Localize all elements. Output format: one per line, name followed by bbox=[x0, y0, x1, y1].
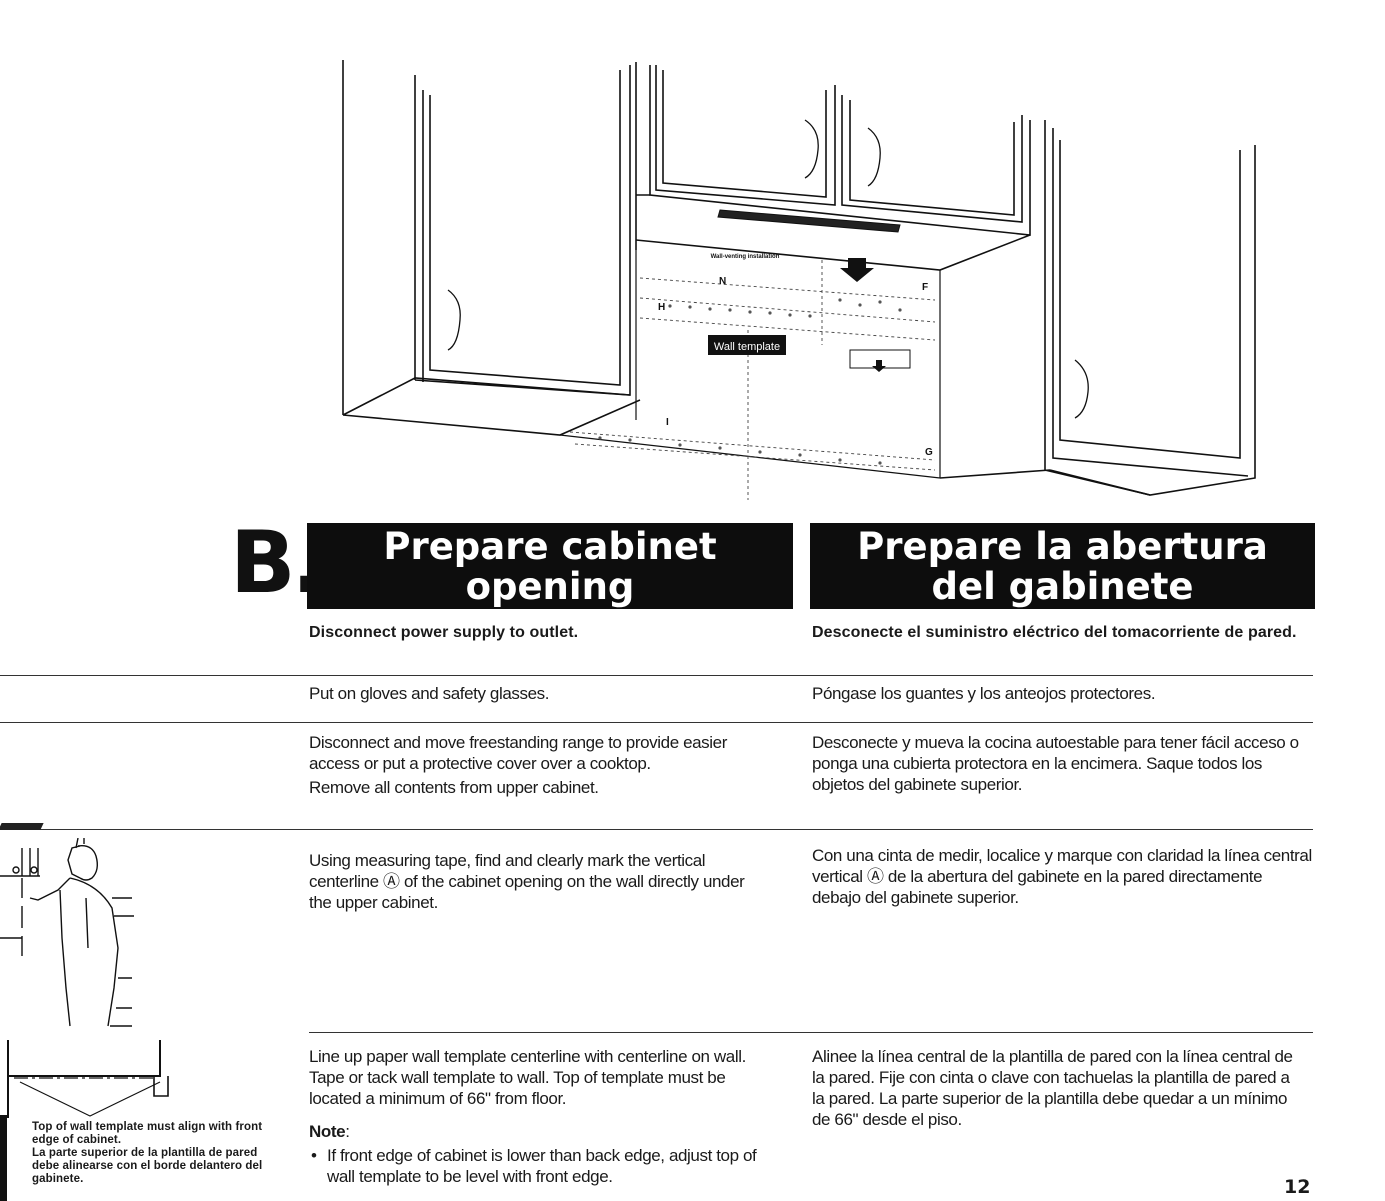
title-english: Prepare cabinet opening bbox=[307, 523, 793, 609]
tab-marker bbox=[0, 823, 44, 830]
title-english-line2: opening bbox=[465, 565, 635, 608]
template-alignment-figure bbox=[7, 1040, 169, 1118]
row1-spanish: Desconecte el suministro eléctrico del t… bbox=[812, 624, 1297, 641]
row5-spanish: Alinee la línea central de la plantilla … bbox=[812, 1047, 1293, 1129]
row5-note-heading: Note: bbox=[309, 1122, 350, 1141]
cabinet-template-illustration: Wall template Wall-venting installation … bbox=[342, 60, 1256, 500]
template-heading: Wall-venting installation bbox=[711, 254, 780, 260]
figure-caption-spanish: La parte superior de la plantilla de par… bbox=[32, 1147, 263, 1185]
marker-f: F bbox=[922, 282, 928, 293]
title-spanish-line2: del gabinete bbox=[931, 565, 1194, 608]
row5-english-p1: Line up paper wall template centerline w… bbox=[309, 1047, 746, 1108]
divider-1 bbox=[0, 675, 1313, 676]
row4-english: Using measuring tape, find and clearly m… bbox=[309, 851, 745, 912]
row5-english: Line up paper wall template centerline w… bbox=[309, 1046, 769, 1190]
figure-caption: Top of wall template must align with fro… bbox=[32, 1121, 282, 1186]
row3-english: Disconnect and move freestanding range t… bbox=[309, 732, 779, 801]
divider-4 bbox=[309, 1032, 1313, 1033]
row2-spanish: Póngase los guantes y los anteojos prote… bbox=[812, 684, 1156, 703]
marker-i: I bbox=[666, 417, 669, 428]
note-label: Note bbox=[309, 1122, 346, 1141]
template-label: Wall template bbox=[714, 341, 780, 353]
marker-h: H bbox=[658, 302, 665, 313]
divider-2 bbox=[0, 722, 1313, 723]
row1-english: Disconnect power supply to outlet. bbox=[309, 624, 579, 641]
title-spanish: Prepare la abertura del gabinete bbox=[810, 523, 1315, 609]
marker-n: N bbox=[719, 276, 726, 287]
marker-g: G bbox=[925, 447, 933, 458]
row3-spanish: Desconecte y mueva la cocina autoestable… bbox=[812, 733, 1299, 794]
page-number: 12 bbox=[1284, 1176, 1311, 1198]
figure-edge-bar bbox=[0, 1115, 7, 1201]
row2-english: Put on gloves and safety glasses. bbox=[309, 684, 550, 703]
figure-caption-english: Top of wall template must align with fro… bbox=[32, 1121, 263, 1146]
row4-spanish: Con una cinta de medir, localice y marqu… bbox=[812, 846, 1312, 907]
row5-note-bullet: If front edge of cabinet is lower than b… bbox=[309, 1145, 769, 1187]
row3-english-p2: Remove all contents from upper cabinet. bbox=[309, 778, 599, 797]
row3-english-p1: Disconnect and move freestanding range t… bbox=[309, 733, 727, 773]
measuring-person-figure bbox=[0, 838, 134, 1027]
title-spanish-line1: Prepare la abertura bbox=[857, 525, 1268, 568]
divider-3 bbox=[0, 829, 1313, 830]
title-english-line1: Prepare cabinet bbox=[383, 525, 717, 568]
